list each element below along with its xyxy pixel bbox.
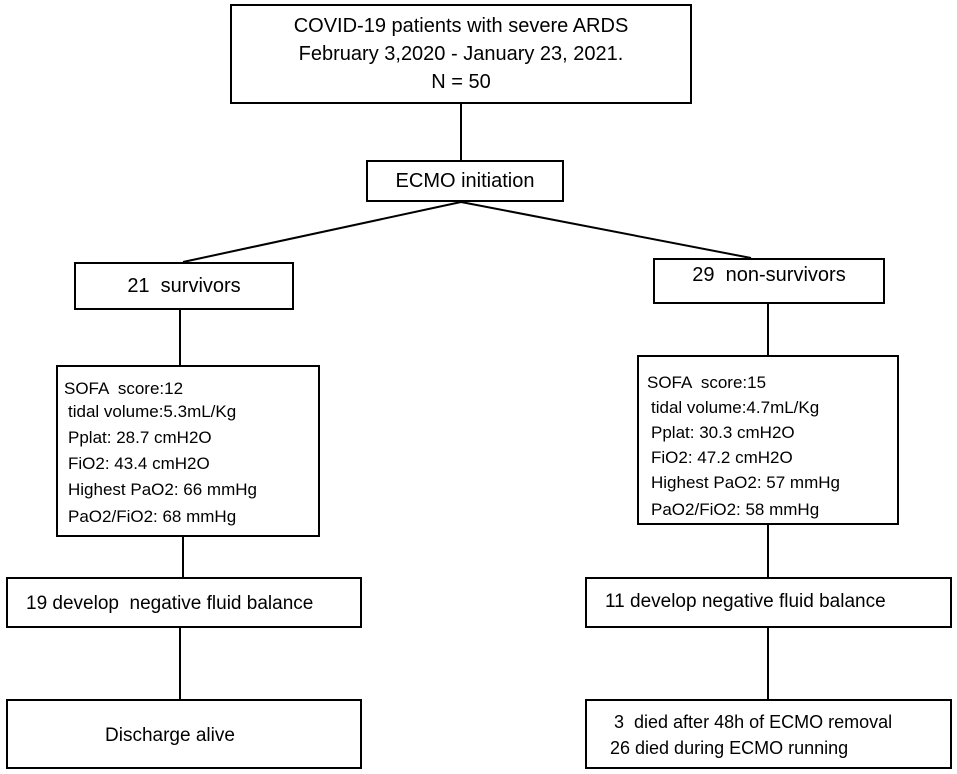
connector-ecmo-to-survivors — [182, 201, 462, 263]
nonsurvivors-fluid-box: 11 develop negative fluid balance — [585, 577, 952, 628]
cohort-date-range: February 3,2020 - January 23, 2021. — [298, 43, 624, 65]
nonsurvivors-pao2-fio2: PaO2/FiO2: 58 mmHg — [651, 500, 820, 519]
nonsurvivors-sofa-score: SOFA score:15 — [647, 373, 767, 392]
survivors-label: 21 survivors — [127, 275, 241, 297]
cohort-box: COVID-19 patients with severe ARDS Febru… — [230, 4, 692, 104]
nonsurvivors-stats-box: SOFA score:15 tidal volume:4.7mL/Kg Ppla… — [637, 355, 899, 525]
survivors-stats-box: SOFA score:12 tidal volume:5.3mL/Kg Ppla… — [56, 365, 320, 537]
survivors-fio2: FiO2: 43.4 cmH2O — [68, 454, 210, 473]
ecmo-initiation-box: ECMO initiation — [366, 160, 564, 202]
survivors-sofa-score: SOFA score:12 — [64, 379, 184, 398]
nonsurvivors-tidal-volume: tidal volume:4.7mL/Kg — [651, 398, 820, 417]
survivors-fluid-box: 19 develop negative fluid balance — [6, 577, 362, 628]
nonsurvivors-outcome-line1: 3 died after 48h of ECMO removal — [614, 712, 893, 732]
survivors-highest-pao2: Highest PaO2: 66 mmHg — [68, 480, 257, 499]
nonsurvivors-pplat: Pplat: 30.3 cmH2O — [651, 423, 795, 442]
nonsurvivors-outcome-box: 3 died after 48h of ECMO removal 26 died… — [585, 699, 952, 769]
nonsurvivors-box: 29 non-survivors — [653, 258, 885, 304]
survivors-outcome-label: Discharge alive — [105, 725, 235, 746]
ecmo-initiation-label: ECMO initiation — [395, 170, 535, 192]
survivors-pao2-fio2: PaO2/FiO2: 68 mmHg — [68, 507, 237, 526]
cohort-title: COVID-19 patients with severe ARDS — [293, 15, 629, 37]
survivors-box: 21 survivors — [74, 262, 294, 310]
nonsurvivors-fluid-label: 11 develop negative fluid balance — [605, 591, 886, 612]
connector-ecmo-to-nonsurvivors — [460, 201, 752, 259]
nonsurvivors-highest-pao2: Highest PaO2: 57 mmHg — [651, 473, 840, 492]
nonsurvivors-fio2: FiO2: 47.2 cmH2O — [651, 448, 793, 467]
cohort-count: N = 50 — [431, 71, 491, 93]
nonsurvivors-outcome-line2: 26 died during ECMO running — [610, 738, 849, 758]
survivors-pplat: Pplat: 28.7 cmH2O — [68, 428, 212, 447]
survivors-tidal-volume: tidal volume:5.3mL/Kg — [68, 402, 237, 421]
nonsurvivors-label: 29 non-survivors — [692, 264, 846, 286]
survivors-fluid-label: 19 develop negative fluid balance — [26, 593, 314, 614]
survivors-outcome-box: Discharge alive — [6, 699, 362, 769]
